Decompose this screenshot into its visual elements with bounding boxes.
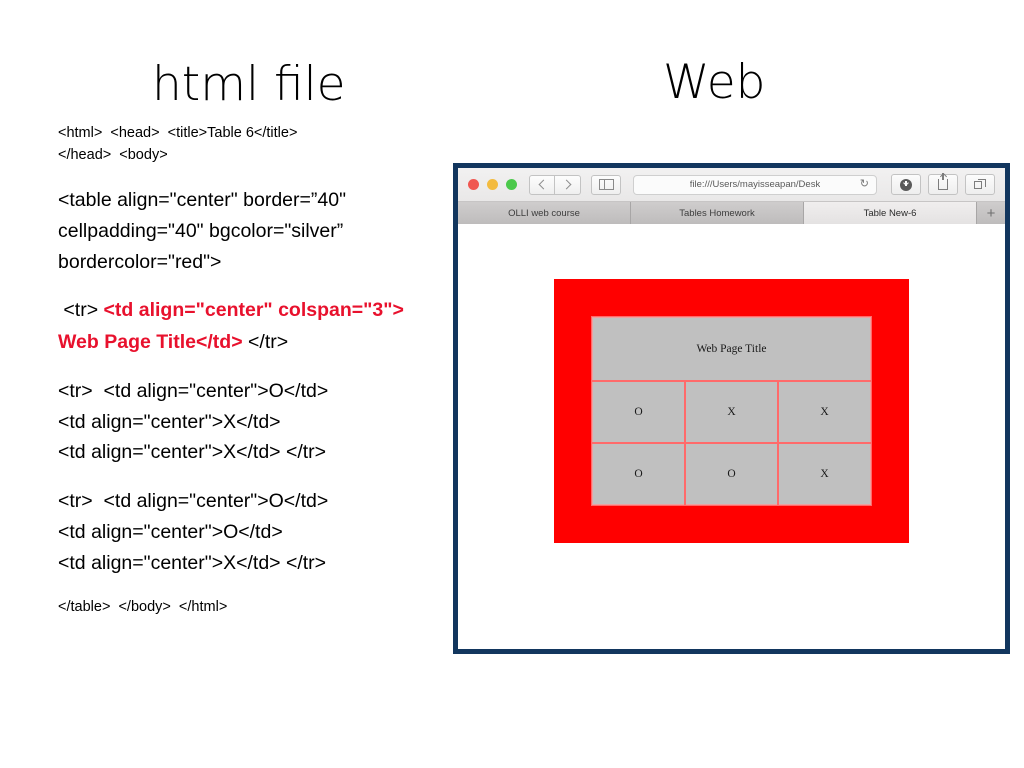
close-window-button[interactable] (468, 179, 479, 190)
table-cell-r2c3: X (777, 442, 872, 506)
browser-toolbar: file:///Users/mayisseapan/Desk ↻ (458, 168, 1005, 201)
code-line: <td align="center">X</td> </tr> (58, 441, 327, 464)
show-all-tabs-button[interactable] (965, 174, 995, 195)
code-line: <tr> <td align="center" colspan="3"> (58, 295, 438, 326)
chevron-left-icon (538, 179, 548, 190)
browser-chrome: file:///Users/mayisseapan/Desk ↻ OLLI we… (458, 168, 1005, 224)
downloads-icon (900, 178, 912, 191)
code-segment: Web Page Title</td> (58, 330, 243, 353)
browser-window: file:///Users/mayisseapan/Desk ↻ OLLI we… (453, 163, 1010, 654)
code-segment: <td align="center" colspan="3"> (103, 299, 404, 322)
table-cell-r1c1: O (591, 380, 686, 444)
code-line: bordercolor="red"> (58, 250, 222, 273)
page-title-html-file: html file (152, 57, 346, 112)
page-title-web: Web (663, 55, 766, 110)
toolbar-right-icons (891, 173, 995, 195)
code-block-title-row: <tr> <td align="center" colspan="3">Web … (58, 295, 438, 357)
code-segment: <tr> (58, 299, 104, 322)
code-line: <table align="center" border=”40" (58, 188, 346, 211)
zoom-window-button[interactable] (506, 179, 517, 190)
code-line: </head> <body> (58, 147, 168, 164)
code-block-doc-head: <html> <head> <title>Table 6</title> </he… (58, 122, 438, 167)
table-cell-r1c2: X (684, 380, 779, 444)
tab-bar: OLLI web course Tables Homework Table Ne… (458, 201, 1005, 224)
table-row-title: Web Page Title (591, 316, 872, 382)
sidebar-toggle-icon (598, 179, 614, 190)
tab-table-new-6[interactable]: Table New-6 (804, 202, 977, 224)
table-cell-r1c3: X (777, 380, 872, 444)
code-line: Web Page Title</td> </tr> (58, 327, 438, 358)
code-line: <tr> <td align="center">O</td> (58, 379, 329, 402)
code-line: <td align="center">X</td> </tr> (58, 551, 327, 574)
code-block-doc-close: </table> </body> </html> (58, 596, 438, 618)
forward-button[interactable] (555, 174, 581, 195)
new-tab-button[interactable]: + (977, 202, 1005, 224)
table-cell-r2c2: O (684, 442, 779, 506)
code-segment: </tr> (242, 330, 289, 353)
address-bar-url: file:///Users/mayisseapan/Desk (689, 179, 821, 190)
share-button[interactable] (928, 173, 958, 195)
navigation-buttons (529, 174, 581, 195)
tab-tables-homework[interactable]: Tables Homework (631, 202, 804, 224)
downloads-button[interactable] (891, 174, 921, 195)
tab-olli-web-course[interactable]: OLLI web course (458, 202, 631, 224)
code-block-row-1: <tr> <td align="center">O</td> <td align=… (58, 376, 438, 468)
code-line: <tr> <td align="center">O</td> (58, 490, 329, 513)
code-block-table-open: <table align="center" border=”40" cellpad… (58, 185, 438, 277)
code-line: cellpadding="40" bgcolor="silver” (58, 219, 344, 242)
code-line: <td align="center">O</td> (58, 520, 283, 543)
chevron-right-icon (561, 179, 572, 190)
code-line: <td align="center">X</td> (58, 410, 281, 433)
window-controls (468, 179, 517, 190)
minimize-window-button[interactable] (487, 179, 498, 190)
code-block-row-2: <tr> <td align="center">O</td> <td align=… (58, 486, 438, 578)
code-line: </table> </body> </html> (58, 599, 228, 616)
back-button[interactable] (529, 174, 555, 195)
reload-icon[interactable]: ↻ (859, 178, 869, 190)
table-cell-r2c1: O (591, 442, 686, 506)
code-line: <html> <head> <title>Table 6</title> (58, 125, 298, 141)
share-icon (938, 173, 948, 190)
table-cell-title: Web Page Title (591, 316, 872, 382)
show-all-tabs-icon (973, 179, 987, 190)
sidebar-toggle-button[interactable] (591, 174, 621, 195)
code-listing: <html> <head> <title>Table 6</title> </he… (58, 122, 438, 619)
address-bar[interactable]: file:///Users/mayisseapan/Desk ↻ (633, 174, 877, 195)
